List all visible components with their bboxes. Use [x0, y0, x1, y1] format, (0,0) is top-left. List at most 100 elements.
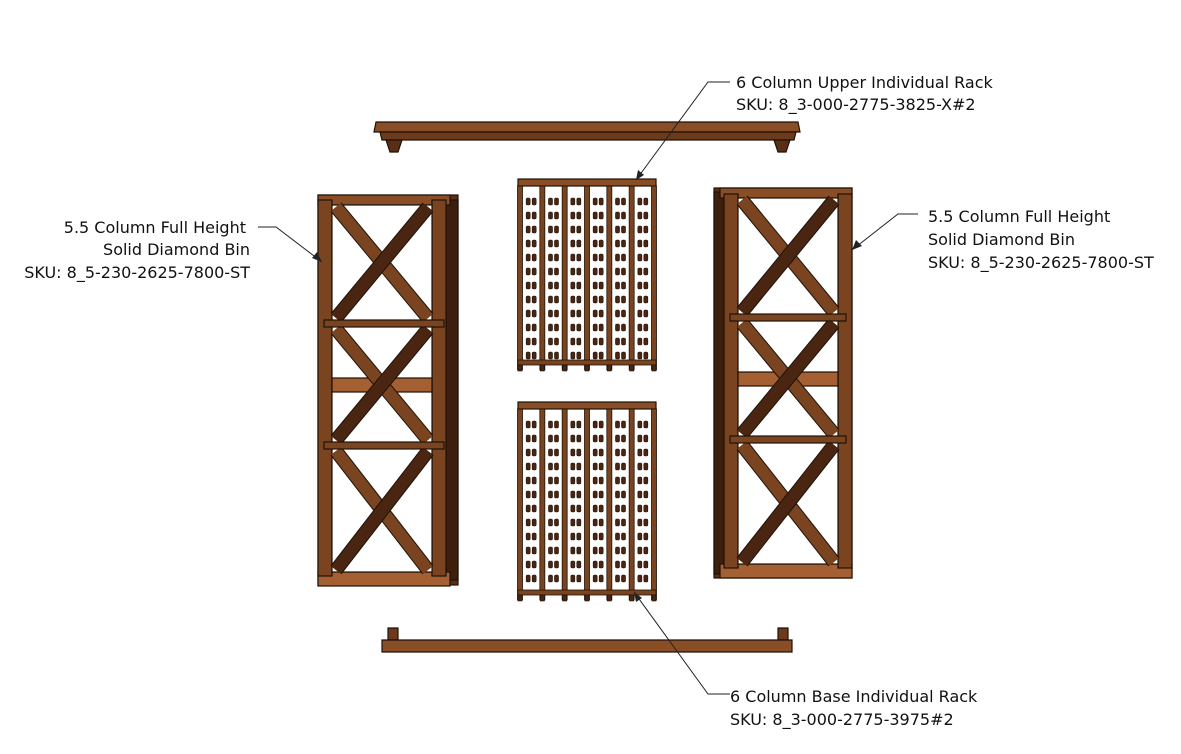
upper-rack-peg [548, 253, 553, 262]
base-rack-peg [643, 546, 649, 555]
base-rack-peg [621, 504, 626, 513]
upper-rack-peg [576, 309, 582, 318]
upper-rack-peg [598, 225, 604, 234]
upper-rack-peg [643, 309, 649, 318]
upper-rack-peg [637, 309, 643, 318]
upper-rack-peg [525, 253, 531, 262]
base-rack-peg [576, 420, 582, 429]
upper-rack-peg [637, 351, 643, 360]
leader-lines [258, 81, 918, 695]
left-bin-diamond-2 [330, 324, 434, 445]
left-bin-title: 5.5 Column Full Height [64, 218, 246, 237]
upper-rack-peg [643, 267, 649, 276]
upper-rack-peg [570, 225, 576, 234]
left-bin-leader [258, 226, 323, 263]
base-rack-peg [554, 546, 559, 555]
base-rack-peg [637, 490, 643, 499]
base-rack-peg [637, 560, 643, 569]
upper-rack-peg [592, 323, 598, 332]
base-rack-peg [576, 560, 582, 569]
upper-rack-peg [570, 295, 576, 304]
base-rack-peg [570, 518, 576, 527]
upper-rack-post-1 [517, 185, 523, 371]
base-rack-peg [615, 462, 620, 471]
upper-rack-peg [525, 267, 531, 276]
upper-rack-peg [525, 337, 531, 346]
upper-rack-peg [576, 267, 582, 276]
right-bin-leader [851, 213, 918, 251]
base-rack-peg [615, 434, 620, 443]
base-rack-peg [637, 518, 643, 527]
upper-rack-peg [548, 337, 553, 346]
base-rack-peg [615, 504, 620, 513]
upper-rack-peg [637, 295, 643, 304]
upper-rack-peg [643, 323, 649, 332]
upper-rack-peg [554, 281, 559, 290]
base-rack-peg [548, 518, 553, 527]
upper-rack-peg [554, 337, 559, 346]
upper-rack-peg [525, 225, 531, 234]
base-rack-peg [570, 434, 576, 443]
base-rack-peg [570, 574, 576, 583]
left-bin-subtitle: Solid Diamond Bin [103, 240, 250, 259]
base-rack-post-7 [651, 408, 657, 601]
upper-rack-peg [548, 309, 553, 318]
upper-rack-peg [637, 281, 643, 290]
base-rack-peg [592, 420, 598, 429]
upper-rack-peg [592, 281, 598, 290]
upper-rack-peg [554, 267, 559, 276]
upper-rack-peg [570, 197, 576, 206]
upper-rack-peg [525, 351, 531, 360]
upper-rack-peg [592, 225, 598, 234]
base-rack-peg [531, 462, 537, 471]
right-bin-diamond-1 [736, 195, 840, 317]
base-rack-peg [531, 490, 537, 499]
base-rack-peg [598, 462, 604, 471]
base-rack-peg [525, 546, 531, 555]
base-rack-peg [598, 532, 604, 541]
upper-rack-peg [570, 337, 576, 346]
upper-rack-peg [598, 253, 604, 262]
upper-rack-peg [598, 197, 604, 206]
upper-rack-peg [570, 239, 576, 248]
upper-rack-peg [621, 239, 626, 248]
base-rack-peg [554, 532, 559, 541]
upper-rack-leader [635, 81, 730, 181]
upper-rack-peg [531, 197, 537, 206]
base-rack-peg [570, 546, 576, 555]
base-rack-peg [570, 490, 576, 499]
upper-rack-peg [576, 281, 582, 290]
base-rack-peg [554, 560, 559, 569]
upper-rack-peg [592, 337, 598, 346]
upper-rack-peg [554, 211, 559, 220]
upper-rack-peg [637, 239, 643, 248]
upper-rack-peg [531, 239, 537, 248]
upper-rack-peg [621, 323, 626, 332]
upper-rack-sku: SKU: 8_3-000-2775-3825-X#2 [736, 95, 976, 115]
base-rack-peg [615, 574, 620, 583]
base-rack-peg [531, 504, 537, 513]
upper-rack-peg [554, 323, 559, 332]
upper-rack-peg [554, 351, 559, 360]
base-rack-peg [621, 476, 626, 485]
left-bin-shelves [323, 319, 445, 450]
left-bin-diamond-3 [330, 446, 434, 575]
upper-rack-post-5 [606, 185, 613, 371]
base-rack-peg [643, 574, 649, 583]
right-bin-brace-3-b [737, 441, 839, 566]
base-rack-peg [592, 574, 598, 583]
base-rack-peg [570, 448, 576, 457]
upper-rack-peg [531, 225, 537, 234]
upper-rack-peg [554, 225, 559, 234]
base-rack-peg [643, 462, 649, 471]
base-rack-peg [615, 448, 620, 457]
base-rack-sku: SKU: 8_3-000-2775-3975#2 [730, 710, 954, 730]
base-rack-peg [576, 462, 582, 471]
left-bin-diamond-1 [330, 202, 434, 323]
base-rack-peg [548, 420, 553, 429]
left-bin-arrow [312, 252, 322, 262]
upper-rack-post-6 [628, 185, 635, 371]
base-rack-peg [637, 546, 643, 555]
upper-rack-peg [598, 211, 604, 220]
